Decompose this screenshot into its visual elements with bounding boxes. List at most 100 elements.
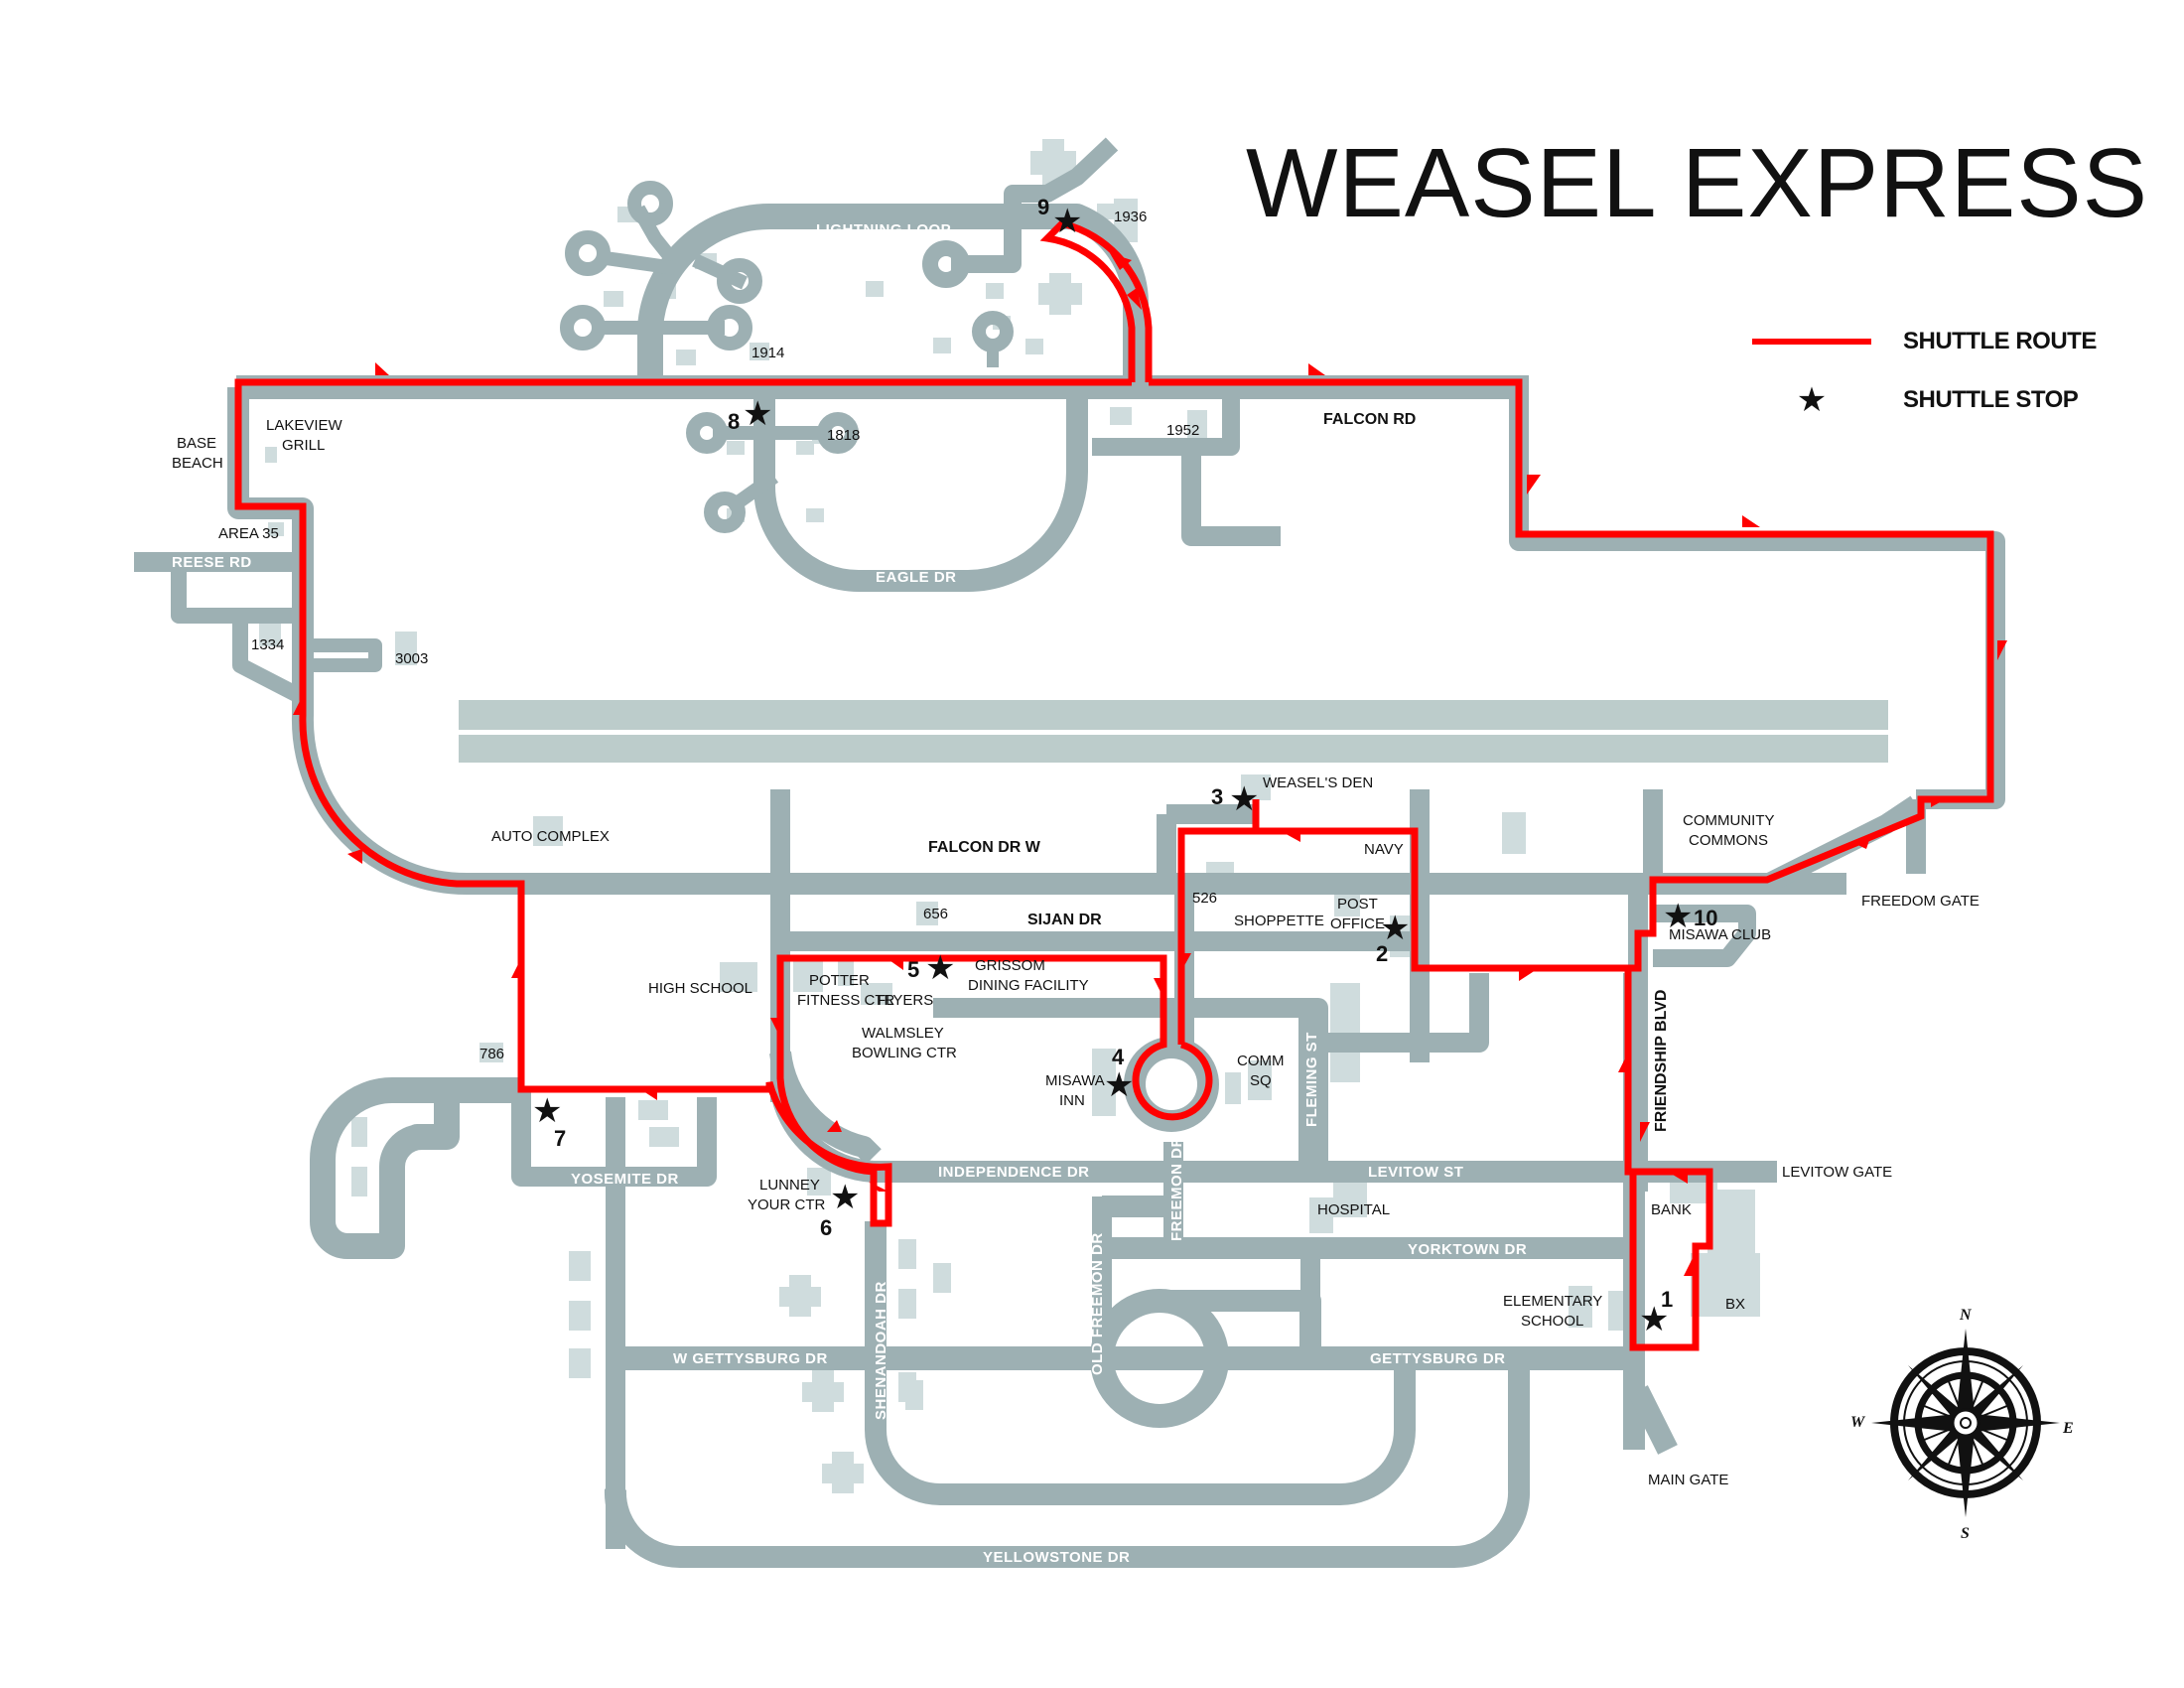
star-icon: ★	[830, 1179, 860, 1216]
road-label-sijan-dr: SIJAN DR	[1027, 912, 1102, 928]
road-label-friendship-blvd: FRIENDSHIP BLVD	[1653, 990, 1670, 1132]
road-label-eagle-dr: EAGLE DR	[876, 569, 957, 586]
legend-stop-label: SHUTTLE STOP	[1903, 386, 2079, 413]
map-title: WEASEL EXPRESS	[1246, 128, 2149, 237]
stop-number: 9	[1037, 195, 1049, 219]
stop-number: 8	[728, 409, 740, 434]
road-label-yellowstone-dr: YELLOWSTONE DR	[983, 1549, 1130, 1566]
label-lakeview-grill: GRILL	[282, 437, 325, 454]
label-building-656: 656	[923, 906, 948, 922]
road-label-w-gettysburg-dr: W GETTYSBURG DR	[673, 1350, 828, 1367]
label-bank: BANK	[1651, 1201, 1692, 1218]
stop-number: 10	[1694, 906, 1717, 930]
stop-number: 4	[1112, 1045, 1125, 1069]
label-freedom-gate: FREEDOM GATE	[1861, 893, 1979, 910]
label-weasels-den: WEASEL'S DEN	[1263, 774, 1373, 791]
label-auto-complex: AUTO COMPLEX	[491, 828, 610, 845]
label-base-beach: BASE	[177, 435, 216, 452]
label-building-1914: 1914	[751, 345, 784, 361]
compass-n-label: N	[1959, 1307, 1973, 1324]
stop-9[interactable]: ★ 9	[1037, 195, 1082, 240]
road-label-lightning-loop: LIGHTNING LOOP	[816, 221, 951, 238]
label-walmsley-bowling: BOWLING CTR	[852, 1045, 957, 1061]
stop-10[interactable]: ★ 10	[1663, 898, 1717, 935]
label-building-1952: 1952	[1166, 422, 1199, 439]
star-icon: ★	[1229, 780, 1259, 818]
stop-number: 2	[1376, 941, 1388, 966]
stop-6[interactable]: ★ 6	[820, 1179, 860, 1240]
label-lunney-youth: YOUR CTR	[748, 1196, 826, 1213]
stop-8[interactable]: ★ 8	[728, 395, 772, 434]
road-label-yosemite-dr: YOSEMITE DR	[571, 1171, 679, 1188]
label-potter-fitness: POTTER	[809, 972, 870, 989]
stop-4[interactable]: ★ 4	[1104, 1045, 1134, 1104]
label-community-commons: COMMUNITY	[1683, 812, 1775, 829]
shuttle-route	[234, 219, 2007, 1351]
label-high-school: HIGH SCHOOL	[648, 980, 752, 997]
label-misawa-inn: MISAWA	[1045, 1072, 1105, 1089]
road-label-levitow-st: LEVITOW ST	[1368, 1164, 1463, 1181]
stop-1[interactable]: ★ 1	[1639, 1287, 1673, 1338]
label-building-1334: 1334	[251, 636, 284, 653]
label-building-786: 786	[479, 1046, 504, 1062]
road-label-freemon-dr: FREEMON DR	[1168, 1136, 1185, 1241]
label-community-commons: COMMONS	[1689, 832, 1768, 849]
label-misawa-inn: INN	[1059, 1092, 1085, 1109]
compass-rose: N E S W	[1850, 1307, 2074, 1542]
route-line-icon	[1752, 339, 1871, 345]
label-building-1936: 1936	[1114, 209, 1147, 225]
road-label-old-freemon-dr: OLD FREEMON DR	[1089, 1232, 1106, 1375]
road-label-yorktown-dr: YORKTOWN DR	[1408, 1241, 1527, 1258]
runway-lower	[459, 735, 1888, 763]
label-flyers: FLYERS	[877, 992, 933, 1009]
stop-number: 7	[554, 1126, 566, 1151]
star-icon: ★	[925, 949, 955, 987]
star-icon: ★	[532, 1092, 562, 1130]
star-icon: ★	[743, 395, 772, 433]
label-building-526: 526	[1192, 890, 1217, 907]
stop-number: 3	[1211, 784, 1223, 809]
stop-3[interactable]: ★ 3	[1211, 780, 1259, 818]
label-navy: NAVY	[1364, 841, 1404, 858]
stop-number: 5	[907, 957, 919, 982]
stop-number: 6	[820, 1215, 832, 1240]
label-potter-fitness: FITNESS CTR	[797, 992, 895, 1009]
label-building-3003: 3003	[395, 650, 428, 667]
label-walmsley-bowling: WALMSLEY	[862, 1025, 944, 1042]
label-shoppette: SHOPPETTE	[1234, 913, 1324, 929]
label-lakeview-grill: LAKEVIEW	[266, 417, 343, 434]
stop-number: 1	[1661, 1287, 1673, 1312]
label-area-35: AREA 35	[218, 525, 279, 542]
label-grissom-dining: GRISSOM	[975, 957, 1045, 974]
label-grissom-dining: DINING FACILITY	[968, 977, 1089, 994]
label-building-1818: 1818	[827, 427, 860, 444]
label-comm-sq: COMM	[1237, 1053, 1285, 1069]
star-icon: ★	[1663, 898, 1693, 935]
label-comm-sq: SQ	[1250, 1072, 1272, 1089]
stop-7[interactable]: ★ 7	[532, 1092, 566, 1151]
place-labels: BASE BEACH LAKEVIEW GRILL AREA 35 1334 3…	[172, 209, 1979, 1488]
star-icon: ★	[1380, 910, 1410, 947]
star-icon: ★	[1104, 1066, 1134, 1104]
label-post-office: OFFICE	[1330, 915, 1385, 932]
label-post-office: POST	[1337, 896, 1378, 913]
road-label-fleming-st: FLEMING ST	[1303, 1032, 1320, 1127]
label-hospital: HOSPITAL	[1317, 1201, 1390, 1218]
label-elementary-school: SCHOOL	[1521, 1313, 1583, 1330]
compass-w-label: W	[1850, 1414, 1866, 1431]
stop-2[interactable]: ★ 2	[1376, 910, 1410, 966]
star-icon: ★	[1796, 381, 1828, 419]
star-icon: ★	[1052, 203, 1082, 240]
compass-s-label: S	[1961, 1525, 1970, 1542]
stop-5[interactable]: ★ 5	[907, 949, 955, 987]
legend-route-label: SHUTTLE ROUTE	[1903, 328, 2097, 354]
star-icon: ★	[1639, 1301, 1669, 1338]
road-label-independence-dr: INDEPENDENCE DR	[938, 1164, 1090, 1181]
runway-upper	[459, 700, 1888, 730]
road-label-gettysburg-dr: GETTYSBURG DR	[1370, 1350, 1506, 1367]
road-label-falcon-dr-w: FALCON DR W	[928, 839, 1041, 856]
label-elementary-school: ELEMENTARY	[1503, 1293, 1602, 1310]
compass-e-label: E	[2062, 1420, 2074, 1437]
label-bx: BX	[1725, 1296, 1745, 1313]
